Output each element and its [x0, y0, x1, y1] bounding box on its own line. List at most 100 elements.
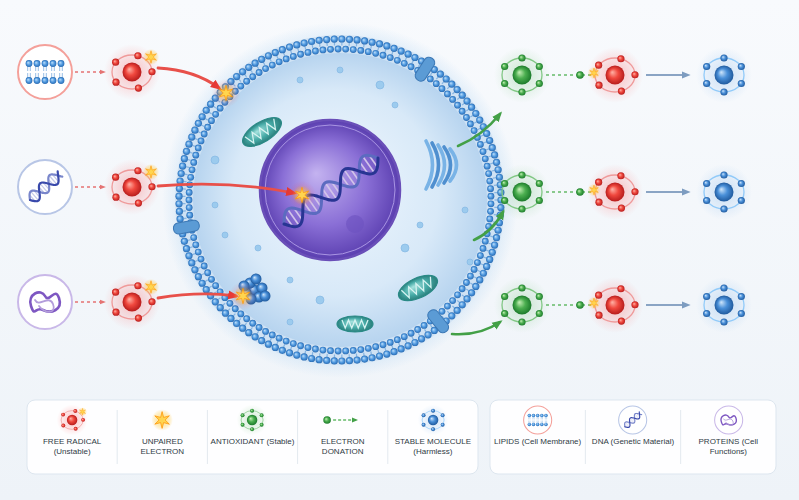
electron — [631, 71, 638, 78]
legend-sample — [207, 404, 297, 436]
atom-glow — [104, 274, 160, 330]
lipid-head — [459, 92, 466, 99]
electron — [81, 418, 85, 422]
lipid-tail — [319, 353, 321, 356]
lipid-tail — [312, 45, 314, 48]
electron — [595, 199, 602, 206]
lipid-head — [480, 245, 487, 252]
electron — [618, 317, 625, 324]
donation-line — [546, 304, 592, 306]
lipid-head — [488, 193, 495, 200]
lipid-head — [495, 227, 502, 234]
electron — [112, 289, 119, 296]
electron — [501, 80, 508, 87]
lipid-head — [190, 234, 197, 241]
atom-glow — [696, 164, 752, 220]
lipid-tail — [431, 325, 433, 327]
lipid-tail — [494, 207, 497, 208]
golgi-cisterna — [426, 141, 433, 189]
lipid-tail — [370, 351, 372, 354]
lipid-tail — [384, 348, 386, 351]
lipid-tail — [349, 354, 350, 357]
electron — [501, 180, 508, 187]
lipid-tail — [228, 309, 230, 311]
vesicle — [287, 277, 293, 283]
radical-atom — [104, 274, 160, 330]
spark-glow — [588, 184, 601, 197]
lipid-tail — [452, 92, 454, 94]
electron — [440, 413, 444, 417]
burst-glow — [229, 282, 258, 311]
mitochondrion-cristae — [401, 277, 434, 300]
legend-divider — [207, 410, 208, 464]
lipid-head — [262, 65, 269, 72]
lipid-head — [387, 54, 394, 61]
radical-atom — [587, 277, 643, 333]
lipid-head — [203, 107, 210, 114]
lipid-head — [488, 200, 495, 207]
electron — [112, 59, 119, 66]
protein-icon — [714, 406, 742, 434]
lipid-head — [421, 322, 428, 329]
lipid-tail — [297, 349, 299, 352]
atom-nucleus — [715, 183, 734, 202]
lipid-head — [297, 342, 304, 349]
atom-orbit — [595, 288, 635, 322]
lipid-head — [308, 38, 315, 45]
electron — [536, 310, 543, 317]
lipid-head — [283, 56, 290, 63]
lipid-tail — [245, 75, 247, 77]
golgi-apparatus — [426, 141, 457, 189]
lipid-head — [424, 331, 431, 338]
lipid-head — [198, 256, 205, 263]
atom-glow — [696, 277, 752, 333]
lipid-tail — [490, 163, 493, 165]
atom-glow — [587, 277, 643, 333]
lipid-tail — [474, 277, 477, 278]
lipid-tail — [257, 331, 259, 334]
burst-glow — [288, 181, 317, 210]
electron — [73, 409, 77, 413]
electron — [536, 197, 543, 204]
lipid-head — [243, 78, 250, 85]
lipid-head — [305, 344, 312, 351]
atom-orbit — [502, 175, 542, 209]
atom-orbit — [704, 288, 744, 322]
lipid-head — [265, 52, 272, 59]
lipid-head — [176, 208, 183, 215]
lipid-tail — [466, 289, 468, 291]
electron — [720, 88, 727, 95]
dna-icon — [18, 160, 72, 214]
lipid-head — [212, 111, 219, 118]
lipid-head — [369, 354, 376, 361]
lipid-head — [433, 80, 440, 87]
lipid-head — [335, 46, 342, 53]
lipid-tail — [184, 218, 187, 220]
lipid-head — [463, 98, 470, 105]
cell-membrane-band — [175, 35, 505, 365]
lipid-head — [365, 345, 372, 352]
lipid-head — [249, 320, 256, 327]
legend-text: FREE RADICAL (Unstable) — [27, 437, 117, 457]
lipid-head — [485, 170, 492, 177]
spark-glow — [78, 407, 87, 416]
electron — [518, 88, 525, 95]
cytoplasm — [193, 53, 487, 347]
lipid-head — [532, 423, 536, 427]
dashed-arrow — [75, 186, 104, 188]
lipid-head — [544, 423, 548, 427]
legend-text: UNPAIRED ELECTRON — [117, 437, 207, 457]
atom-glow — [587, 164, 643, 220]
vesicle — [392, 102, 398, 108]
lipid-head — [540, 423, 544, 427]
icon-ring — [524, 406, 552, 434]
legend-panel — [27, 400, 478, 474]
electron — [148, 183, 155, 190]
anti-atom — [237, 405, 268, 436]
lipid-head — [491, 241, 498, 248]
radical-atom — [104, 159, 160, 215]
lipid-tail — [239, 318, 241, 320]
lipid-head — [227, 315, 234, 322]
lipid-head — [256, 324, 263, 331]
